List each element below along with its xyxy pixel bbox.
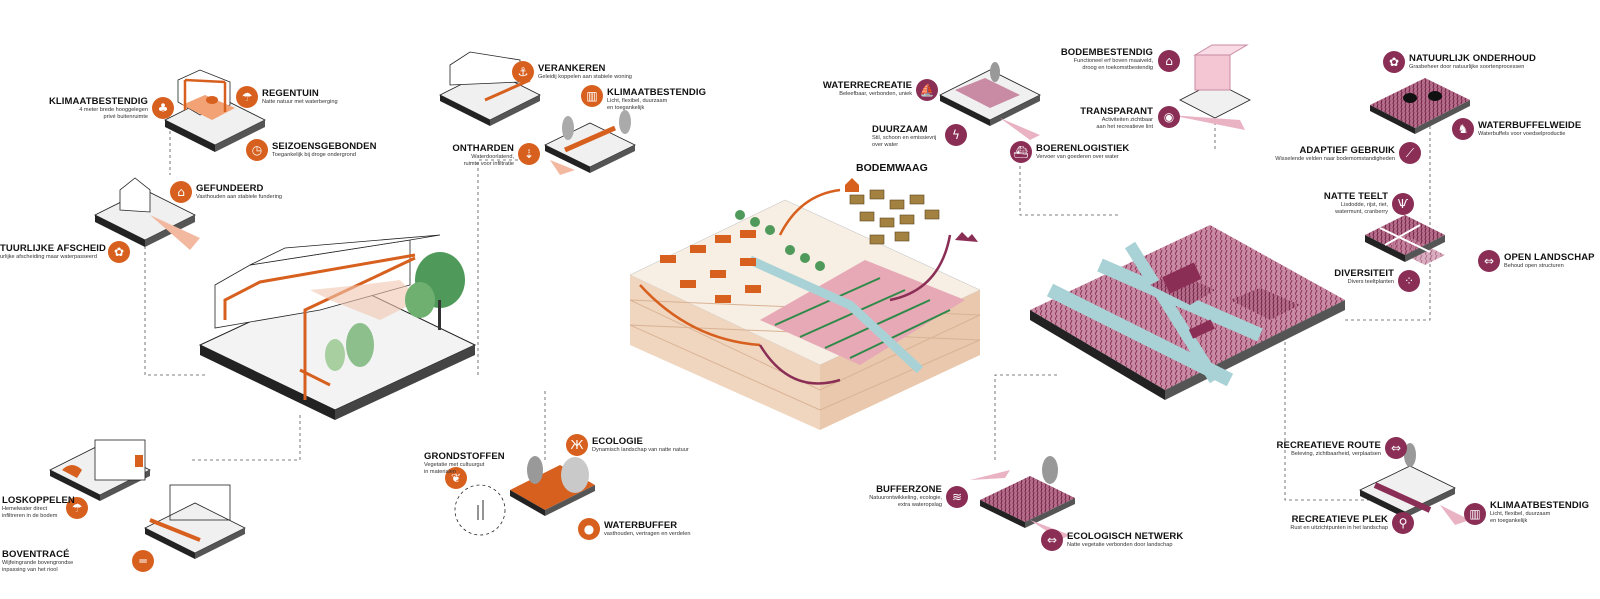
label-boerenlogistiek: BOERENLOGISTIEK Vervoer van goederen ove…	[1036, 143, 1130, 160]
label-natte-teelt: NATTE TEELT Lisdodde, rijst, riet, water…	[1323, 191, 1388, 215]
label-seizoensgebonden: SEIZOENSGEBONDEN Toegankelijk bij droge …	[272, 141, 377, 158]
house-section-illustration	[198, 234, 477, 420]
water-recreation-illustration	[939, 62, 1041, 140]
label-ecologisch-netwerk: ECOLOGISCH NETWERK Natte vegetatie verbo…	[1067, 531, 1184, 548]
butterfly-icon: Ж	[566, 434, 588, 456]
boat-icon-2: ⛴	[1010, 141, 1032, 163]
pier-illustration	[544, 110, 636, 175]
raised-farm-illustration	[1170, 44, 1251, 130]
building-icon: ▥	[581, 85, 603, 107]
label-natuurlijk-onderhoud: NATUURLIJK ONDERHOUD Grasbeheer door nat…	[1409, 53, 1536, 70]
connector-lines	[144, 95, 1431, 501]
label-boventrace: BOVENTRACÉ Wijfeingrande bovengrondse in…	[2, 549, 74, 573]
anchor-icon: ⚓	[512, 61, 534, 83]
buffer-zone-illustration	[970, 456, 1075, 540]
flower-icon-2: ✿	[1383, 51, 1405, 73]
layers-icon: ≋	[946, 486, 968, 508]
label-duurzaam: DUURZAAM Stil, schoon en emissievrij ove…	[872, 124, 937, 148]
building-icon-2: ▥	[1464, 503, 1486, 525]
disconnect-illustration	[49, 439, 151, 501]
label-adaptief-gebruik: ADAPTIEF GEBRUIK Wisselende velden naar …	[1275, 145, 1395, 162]
label-bodembestendig: BODEMBESTENDIG Functioneel erf boven maa…	[1060, 47, 1153, 71]
drop-icon: ●	[578, 518, 600, 540]
recreation-route-illustration	[1359, 443, 1470, 525]
flower-icon: ✿	[108, 241, 130, 263]
label-klimaatbestendig-2: KLIMAATBESTENDIG Licht, flexibel, duurza…	[607, 87, 707, 111]
pin-icon: ⚲	[1392, 512, 1414, 534]
water-buffer-illustration	[454, 456, 595, 536]
leaf-icon: ❦	[445, 467, 467, 489]
dots-icon: ⁘	[1398, 270, 1420, 292]
label-waterrecreatie: WATERRECREATIE Beleefbaar, verbonden, un…	[822, 80, 912, 97]
foundation-house-illustration	[94, 177, 200, 250]
bodemwaag-illustration	[629, 178, 981, 430]
label-waterbuffer: WATERBUFFER vasthouden, vertragen en ver…	[604, 520, 691, 537]
reed-icon: Ѱ	[1392, 193, 1414, 215]
boat-icon: ⛵	[916, 79, 938, 101]
wet-crops-illustration	[1365, 215, 1445, 265]
sewer-route-illustration	[144, 484, 246, 559]
label-recreatieve-plek: RECREATIEVE PLEK Rust en uitzichtpunten …	[1290, 514, 1388, 531]
label-natuurlijke-afscheiding: TUURLIJKE AFSCHEIDING urlijke afscheidin…	[0, 243, 106, 260]
pipe-icon: ═	[132, 550, 154, 572]
label-klimaatbestendig-1: KLIMAATBESTENDIG 4 meter brede hooggeleg…	[48, 96, 148, 120]
house-icon: ⌂	[170, 181, 192, 203]
field-icon: ⟋	[1399, 142, 1421, 164]
buffalo-icon: ♞	[1452, 118, 1474, 140]
label-transparant: TRANSPARANT Activiteiten zichtbaar aan h…	[1080, 106, 1153, 130]
label-ontharden: ONTHARDEN Waterdoorlatend, ruimte voor i…	[452, 143, 514, 167]
label-open-landschap: OPEN LANDSCHAP Behoud open structuren	[1504, 252, 1595, 269]
label-ecologie: ECOLOGIE Dynamisch landschap van natte n…	[592, 436, 689, 453]
label-bufferzone: BUFFERZONE Natuurontwikkeling, ecologie,…	[869, 484, 942, 508]
wetland-farm-illustration	[1030, 225, 1345, 400]
infiltration-icon: ⇣	[518, 143, 540, 165]
rain-garden-illustration	[164, 69, 266, 152]
rain-icon: ☂	[236, 86, 258, 108]
label-regentuin: REGENTUIN Natte natuur met waterberging	[262, 88, 338, 105]
clock-icon: ◷	[246, 139, 268, 161]
label-waterbuffelweide: WATERBUFFELWEIDE Waterbuffels voor voeds…	[1478, 120, 1582, 137]
label-klimaatbestendig-3: KLIMAATBESTENDIG Licht, flexibel, duurza…	[1490, 500, 1590, 524]
tree-icon: ♣	[152, 97, 174, 119]
anchor-illustration	[439, 51, 541, 126]
label-grondstoffen: GRONDSTOFFEN Vegetatie met cultuurgut in…	[424, 451, 505, 475]
bolt-icon: ϟ	[945, 124, 967, 146]
farm-icon: ⌂	[1158, 50, 1180, 72]
buffalo-pasture-illustration	[1370, 78, 1470, 134]
label-verankeren: VERANKEREN Geleidij koppelen aan stabiel…	[538, 63, 632, 80]
label-loskoppelen: LOSKOPPELEN Hemelwater direct infiltrere…	[2, 495, 75, 519]
arrows-icon-3: ⇔	[1041, 529, 1063, 551]
rain-icon-2: ☂	[66, 497, 88, 519]
label-recreatieve-route: RECREATIEVE ROUTE Beleving, zichtbaarhei…	[1276, 440, 1381, 457]
arrows-icon-2: ⇔	[1385, 437, 1407, 459]
arrows-icon: ⇔	[1478, 250, 1500, 272]
label-diversiteit: DIVERSITEIT Divers teeltplanten	[1334, 268, 1394, 285]
center-title: BODEMWAAG	[856, 162, 928, 174]
eye-icon: ◉	[1158, 106, 1180, 128]
label-gefundeerd: GEFUNDEERD Vasthouden aan stabiele funde…	[196, 183, 283, 200]
